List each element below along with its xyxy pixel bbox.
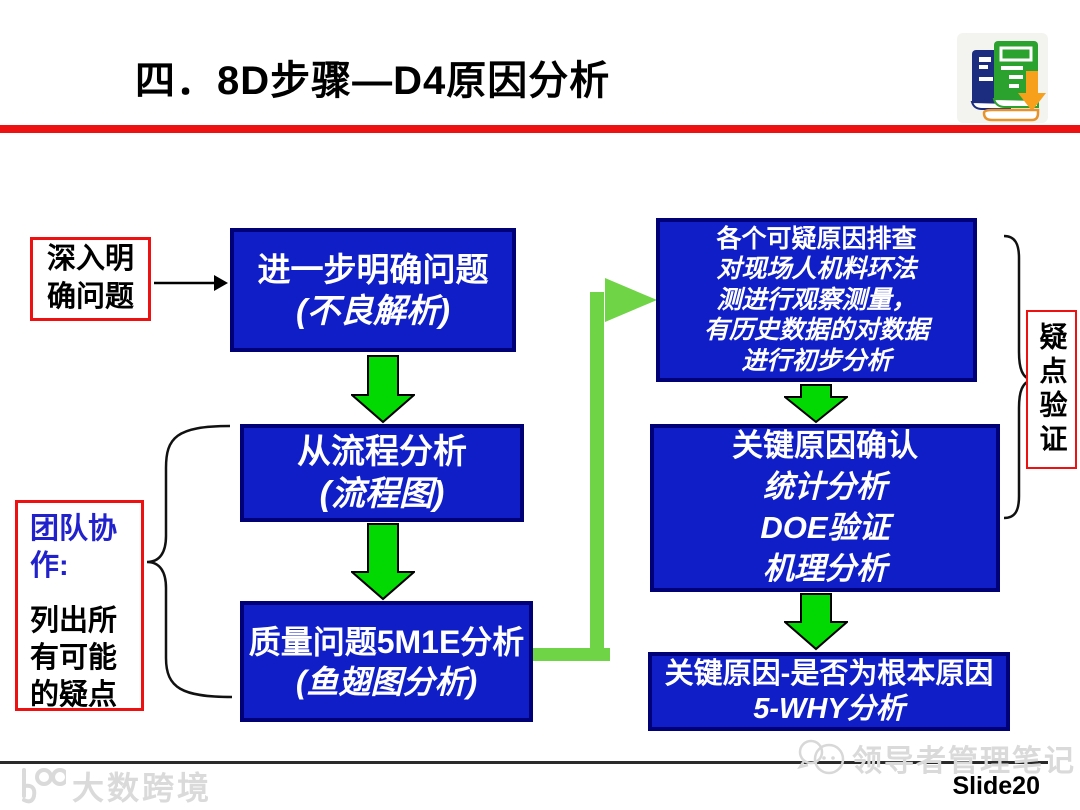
flow-box-line: 统计分析 — [763, 469, 887, 505]
page-title: 四．8D步骤—D4原因分析 — [135, 59, 611, 103]
footer-divider — [0, 761, 1048, 764]
watermark-right: 领导者管理笔记 — [796, 736, 1076, 780]
start-label: 深入明 确问题 — [30, 237, 151, 321]
flow-box-subtitle: (鱼翅图分析) — [295, 663, 478, 700]
team-label-heading-line: 作: — [30, 550, 69, 583]
team-label-body-line: 列出所 — [30, 605, 118, 638]
flow-box-clarify-problem: 进一步明确问题 (不良解析) — [230, 228, 516, 352]
flow-box-line: 有历史数据的对数据 — [703, 316, 929, 345]
header-divider — [0, 125, 1080, 133]
flow-box-line: 机理分析 — [763, 550, 887, 586]
flow-box-subtitle: (不良解析) — [296, 292, 450, 329]
watermark-right-text: 领导者管理笔记 — [852, 745, 1076, 778]
flow-box-5m1e-analysis: 质量问题5M1E分析 (鱼翅图分析) — [240, 601, 533, 722]
down-arrow-icon — [351, 355, 415, 424]
flow-box-line: 对现场人机料环法 — [716, 255, 917, 284]
flow-box-line: 测进行观察测量， — [716, 285, 917, 314]
flow-box-line: 5-WHY分析 — [753, 692, 905, 725]
flow-box-suspect-cause-screening: 各个可疑原因排查 对现场人机料环法 测进行观察测量， 有历史数据的对数据 进行初… — [656, 218, 977, 382]
flow-box-subtitle: (流程图) — [319, 475, 445, 513]
team-label-heading-line: 团队协 — [30, 513, 118, 545]
verify-label-text: 疑点验证 — [1036, 321, 1068, 458]
watermark-left-text: 大数跨境 — [72, 770, 213, 806]
team-label-body-line: 有可能 — [30, 642, 118, 675]
chat-bubbles-icon — [797, 739, 845, 775]
verify-label: 疑点验证 — [1026, 310, 1077, 469]
right-arrow-icon — [154, 275, 228, 291]
flow-box-title: 从流程分析 — [297, 432, 467, 471]
elbow-arrow-icon — [533, 278, 657, 661]
flow-box-line: 进行初步分析 — [741, 346, 892, 375]
flow-box-line: 关键原因确认 — [732, 428, 918, 464]
flow-box-root-cause-5why: 关键原因-是否为根本原因 5-WHY分析 — [648, 652, 1010, 731]
team-label-body-line: 的疑点 — [30, 679, 118, 712]
down-arrow-icon — [351, 523, 415, 601]
flow-box-process-analysis: 从流程分析 (流程图) — [240, 424, 524, 522]
slide-number: Slide20 — [952, 772, 1040, 800]
flow-box-key-cause-confirmation: 关键原因确认 统计分析 DOE验证 机理分析 — [650, 424, 1000, 592]
down-arrow-icon — [784, 384, 848, 424]
flow-box-title: 进一步明确问题 — [257, 250, 489, 288]
flow-box-title: 质量问题5M1E分析 — [248, 623, 525, 660]
flow-box-line: 关键原因-是否为根本原因 — [664, 657, 994, 690]
start-label-line: 确问题 — [46, 281, 134, 313]
start-label-line: 深入明 — [46, 243, 134, 276]
down-arrow-icon — [784, 593, 848, 651]
watermark-left: 大数跨境 — [14, 763, 212, 809]
k100-logo-icon — [22, 768, 66, 804]
left-brace — [146, 424, 233, 699]
books-download-icon — [957, 33, 1048, 123]
team-label: 团队协 作: 列出所 有可能 的疑点 — [15, 500, 144, 711]
flow-box-line: 各个可疑原因排查 — [716, 224, 917, 253]
flow-box-line: DOE验证 — [760, 510, 890, 545]
spacer — [30, 585, 141, 603]
